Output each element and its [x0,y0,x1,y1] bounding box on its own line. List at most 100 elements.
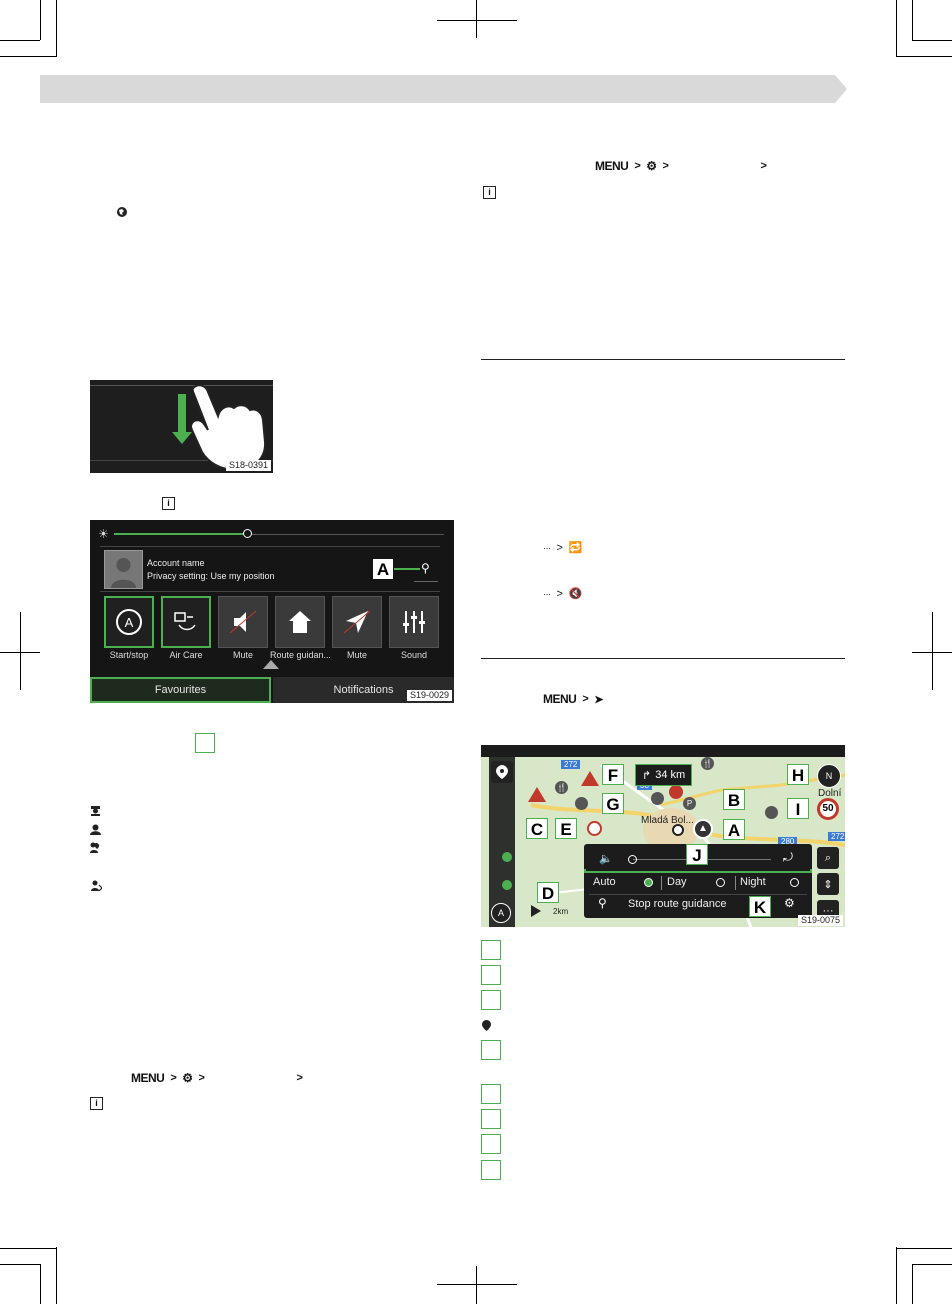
brightness-slider-handle[interactable] [243,529,252,538]
volume-slider-handle[interactable] [628,855,637,864]
location-privacy-icon[interactable]: ⚲ [421,561,430,575]
town-label: Dolní [818,788,842,799]
distance-label: 2km [553,907,569,916]
map-left-sidebar [489,757,515,927]
crop-mark [896,1248,952,1249]
privacy-setting: Privacy setting: Use my position [147,571,275,581]
parking-icon: P [683,797,696,810]
speaker-mute-icon: 🔇 [568,588,582,600]
path-separator: > [556,541,563,554]
crop-mark [896,1247,897,1304]
globe-icon [116,206,128,221]
compass-north-button[interactable]: N [817,764,841,788]
user-tracking-icon [90,880,103,894]
tile-mute-speaker[interactable] [218,596,268,648]
tile-label: Sound [400,650,428,660]
figure-id: S18-0391 [225,460,271,471]
legend-box [481,1109,501,1129]
crop-mark [0,40,40,41]
warning-sign-icon [581,771,599,786]
mode-auto-radio[interactable] [644,878,653,887]
callout-a: A [723,819,745,840]
user-icon [90,824,101,838]
compass-start-icon[interactable]: A [491,903,511,923]
crop-mark [0,1264,40,1265]
crop-mark [932,612,933,690]
callout-b: B [723,789,745,810]
crop-mark [896,0,897,57]
road-number: 272 [561,760,581,769]
j-bracket-line [584,869,812,873]
figure-id: S19-0029 [406,690,452,701]
crop-mark [40,0,41,40]
path-separator: > [556,587,563,600]
more-dots: ··· [543,542,551,553]
legend-box [481,990,501,1010]
menu-label: MENU [543,692,577,706]
callout-h: H [787,764,809,785]
path-separator: > [170,1072,177,1084]
callout-k: K [749,896,771,917]
crop-mark [0,1248,57,1249]
menu-path-voice-repeat: ··· > 🔁 [543,541,582,555]
crop-mark [437,20,517,21]
mode-day-radio[interactable] [716,878,725,887]
restaurant-icon: 🍴 [701,757,714,770]
section-divider [481,359,845,360]
settings-gear-icon: ⚙ [646,159,657,173]
map-pin-button[interactable] [491,761,513,783]
vehicle-position-icon: ▲ [693,819,713,839]
menu-path-settings-right: MENU > ⚙ > > [595,159,767,173]
menu-label: MENU [131,1071,165,1085]
location-pin-icon [482,1020,491,1034]
legend-box [481,1160,501,1180]
screen-bottom-edge [90,460,273,461]
tab-favourites[interactable]: Favourites [90,677,271,703]
divider [100,546,440,547]
navigation-arrow-icon: ➤ [594,693,603,706]
voice-repeat-button[interactable]: ⤾ [783,850,793,864]
tile-label: Mute [346,650,367,660]
crop-mark [437,1284,517,1285]
fuel-station-icon [502,880,512,890]
path-separator: > [198,1072,205,1084]
swipe-down-figure: S18-0391 [90,380,273,473]
speed-limit-sign: 50 [817,798,839,820]
callout-d: D [537,882,559,903]
legend-box [481,965,501,985]
route-settings-gear-icon[interactable]: ⚙ [784,896,795,910]
crop-mark [56,0,57,57]
mode-night-label: Night [740,876,766,888]
user-location-icon [90,842,102,856]
mode-night-radio[interactable] [790,878,799,887]
row-divider [589,894,807,895]
tile-route-guidance[interactable] [275,596,325,648]
collapse-arrow-icon[interactable] [263,660,279,669]
tile-air-care[interactable] [161,596,211,648]
quick-settings-screen: ☀ Account name Privacy setting: Use my p… [90,520,454,703]
map-view-button[interactable]: ⇕ [817,873,839,895]
crop-mark [20,612,21,690]
path-separator: > [296,1072,303,1084]
legend-box [481,1040,501,1060]
turn-right-icon: ↱ [642,769,652,782]
warning-sign-icon [528,787,546,802]
info-icon: i [162,497,175,510]
tile-start-stop[interactable]: A [104,596,154,648]
avatar[interactable] [104,550,143,589]
brightness-slider-track[interactable] [114,534,444,535]
callout-j: J [686,844,708,865]
chapter-header-bar [40,75,835,103]
menu-path-voice-mute: ··· > 🔇 [543,587,582,601]
legend-box [481,940,501,960]
mode-divider [735,876,736,890]
waypoint-icon [672,824,684,836]
fuel-station-icon [502,852,512,862]
more-dots: ··· [543,588,551,599]
road-number: 280 [778,837,798,846]
tile-mute-navigation[interactable] [332,596,382,648]
tile-sound[interactable] [389,596,439,648]
route-options-button[interactable]: ⌕ [817,847,839,869]
info-icon: i [483,186,496,199]
stop-route-guidance-button[interactable]: Stop route guidance [628,898,727,910]
